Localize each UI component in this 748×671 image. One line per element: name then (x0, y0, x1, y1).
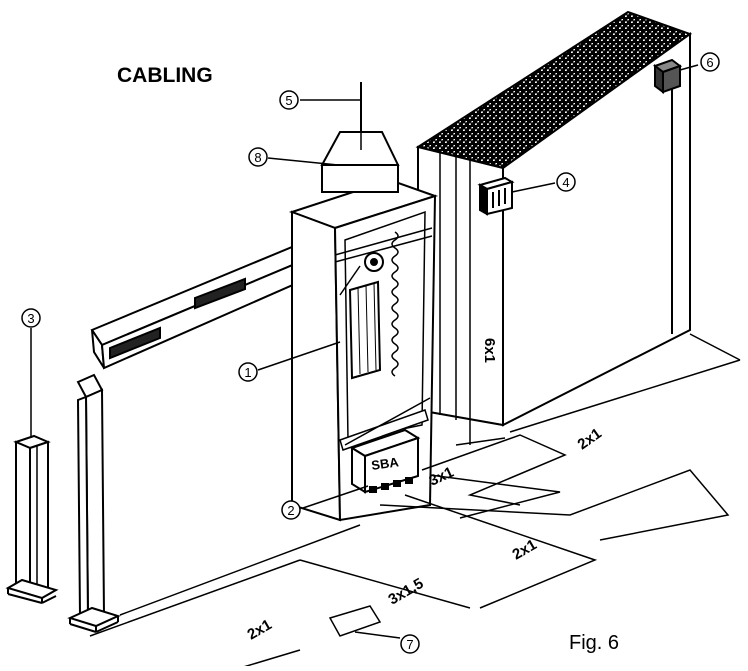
wall-side-face (502, 32, 691, 427)
wall-column (415, 10, 693, 446)
control-box-label: SBA (370, 454, 400, 473)
boom-reflector-2 (194, 277, 246, 310)
callout-7: 7 (400, 634, 420, 654)
callouts: 1 2 3 4 5 6 7 8 (21, 52, 720, 654)
callout-6: 6 (700, 52, 720, 72)
callout-8: 8 (248, 147, 268, 167)
gearmotor-body (348, 280, 382, 380)
photocell-box (652, 58, 683, 94)
flashing-lamp (320, 82, 400, 193)
control-box: SBA (349, 428, 421, 494)
callout-3: 3 (21, 308, 41, 328)
svg-text:5: 5 (285, 93, 292, 108)
svg-text:3: 3 (27, 311, 34, 326)
cable-label-2x1-left: 2x1 (245, 616, 275, 643)
svg-text:7: 7 (406, 637, 413, 652)
callout-2: 2 (281, 500, 301, 520)
cable-label-6x1: 6x1 (481, 338, 498, 363)
callout-4: 4 (556, 172, 576, 192)
boom-reflector-1 (109, 326, 161, 360)
svg-text:4: 4 (562, 175, 569, 190)
cable-label-2x1-wall: 2x1 (575, 425, 605, 453)
svg-text:2: 2 (287, 503, 294, 518)
cable-label-3x15: 3x1,5 (386, 575, 427, 608)
loop-detector (328, 605, 382, 637)
callout-1: 1 (238, 362, 258, 382)
balance-spring (391, 231, 399, 377)
pedestal-post (67, 373, 121, 633)
figure-label: Fig. 6 (569, 632, 620, 654)
barrier-cabinet (288, 178, 439, 522)
diagram-title: CABLING (117, 64, 213, 87)
svg-text:6: 6 (706, 55, 713, 70)
key-selector-box (477, 176, 515, 216)
svg-text:1: 1 (244, 365, 251, 380)
callout-5: 5 (279, 90, 299, 110)
svg-text:8: 8 (254, 150, 261, 165)
cable-routes (89, 333, 741, 671)
safety-post (5, 434, 59, 604)
callout-leaders (30, 64, 699, 639)
